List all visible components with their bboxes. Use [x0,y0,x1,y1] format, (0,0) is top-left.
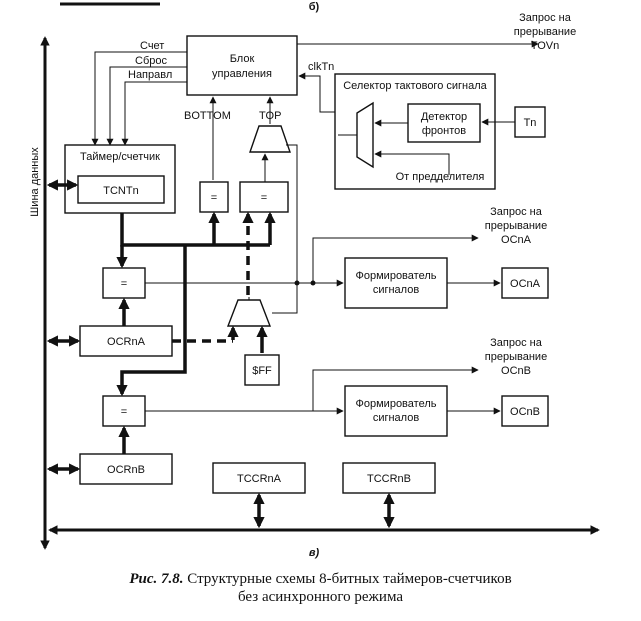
waveform-a-label-1: Формирователь [356,270,437,282]
tov-irq-label-1: Запрос на [519,12,572,24]
compare-a-comparator-label: = [121,278,127,290]
sff-constant-label: $FF [252,365,272,377]
data-bus-label: Шина данных [29,147,41,217]
sff-mux-select-line [272,265,298,314]
caption-text-2: без асинхронного режима [238,589,403,605]
direction-signal-line [121,81,187,146]
direction-signal-label: Направл [128,69,172,81]
ocra-register [79,325,173,357]
waveform-generator-a [344,257,448,309]
clk-signal-line [298,72,335,113]
bottom-comparator-label: = [211,192,217,204]
oca-irq-label-3: OCnA [501,234,532,246]
tcnt-to-cmp-b [116,245,187,397]
tccrb-register [342,462,436,494]
tn-pin-label: Tn [524,117,537,129]
oca-irq-label-1: Запрос на [490,206,543,218]
caption-text-1: Структурные схемы 8-битных таймеров-счет… [187,571,512,587]
reset-signal-line [106,66,187,146]
control-block-label-2: управления [212,68,272,80]
top-signal-label: TOP [259,110,281,122]
top-comparator [239,181,289,213]
timer-block-diagram: б) Шина данных Блок управления Запрос на… [29,1,600,559]
compare-a-comparator [102,267,146,299]
ocra-register-label: OCRnA [107,336,146,348]
clock-selector-mux [356,101,374,169]
edge-detector-label-2: фронтов [422,125,466,137]
oca-irq-label-2: прерывание [485,220,547,232]
ocb-pin-label: OCnB [510,406,540,418]
caption-line-1: Рис. 7.8. Структурные схемы 8-битных тай… [0,570,641,588]
edge-detector-label-1: Детектор [421,111,467,123]
count-signal-line [91,51,187,146]
clk-signal-label: clkTn [308,61,334,73]
prescaler-line [374,150,450,175]
tcnt-register [77,175,165,204]
tov-irq-label-3: TOVn [531,40,560,52]
ocb-irq-label-2: прерывание [485,351,547,363]
compare-b-comparator-label: = [121,406,127,418]
top-mux [249,125,291,153]
waveform-b-label-1: Формирователь [356,398,437,410]
ocb-irq-label-1: Запрос на [490,337,543,349]
ocb-irq-label-3: OCnB [501,365,531,377]
sff-constant [244,354,280,386]
tov-irq-label-2: прерывание [514,26,576,38]
oca-interrupt-line [312,234,479,283]
waveform-b-label-2: сигналов [373,412,420,424]
sff-mux [226,299,272,327]
tcnt-register-label: TCNTn [103,185,138,197]
ocb-pin [501,395,549,427]
top-comparator-label: = [261,192,267,204]
oca-pin-label: OCnA [510,278,541,290]
reset-signal-label: Сброс [135,55,167,67]
oca-pin [501,267,549,299]
prescaler-label: От предделителя [396,171,485,183]
control-block-label-1: Блок [230,53,255,65]
bottom-section-marker: в) [309,547,320,559]
figure-caption: Рис. 7.8. Структурные схемы 8-битных тай… [0,570,641,606]
waveform-a-label-2: сигналов [373,284,420,296]
timer-counter-label: Таймер/счетчик [80,151,160,163]
ocb-interrupt-line [312,366,479,411]
caption-figure-number: Рис. 7.8. [129,571,184,587]
control-block [186,35,298,96]
count-signal-label: Счет [140,40,164,52]
bottom-signal-label: BOTTOM [184,110,231,122]
top-section-marker: б) [309,1,320,13]
ocrb-register-label: OCRnB [107,464,145,476]
top-mux-input-right [286,144,298,265]
clock-selector-label: Селектор тактового сигнала [343,80,487,92]
tccra-register-label: TCCRnA [237,473,282,485]
tccrb-register-label: TCCRnB [367,473,411,485]
waveform-generator-b [344,385,448,437]
